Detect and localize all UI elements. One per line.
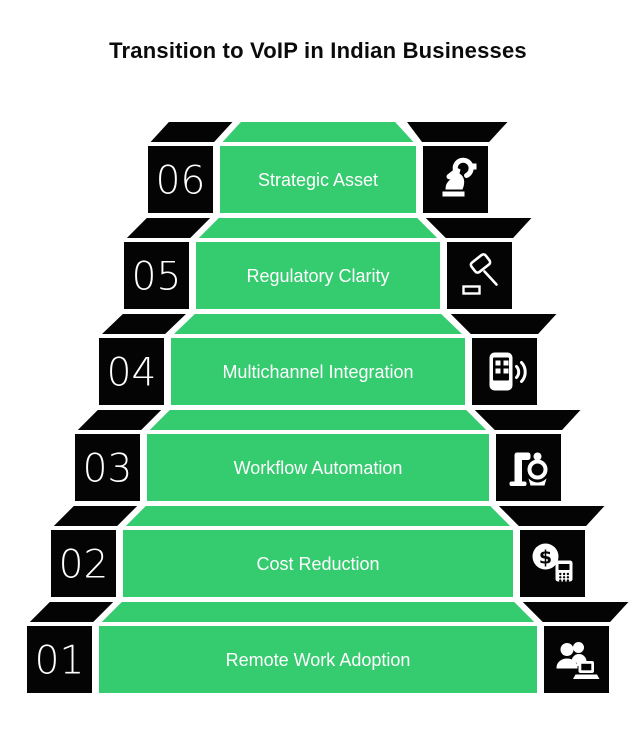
robotic-arm-icon	[509, 452, 548, 486]
step-tier-02: 02 Cost Reduction $	[47, 502, 611, 601]
gavel-icon	[462, 253, 498, 295]
step-top-face-green	[119, 502, 517, 530]
mobile-apps-icon	[489, 352, 527, 391]
page-title: Transition to VoIP in Indian Businesses	[109, 38, 527, 63]
step-label-bar	[95, 622, 541, 697]
step-label: Multichannel Integration	[222, 362, 413, 382]
step-tier-03: 03 Workflow Automation	[71, 406, 587, 505]
step-number-block	[23, 622, 96, 697]
step-number: 01	[35, 639, 85, 684]
step-label: Workflow Automation	[234, 458, 403, 478]
step-tier-01: 01 Remote Work Adoption	[23, 598, 635, 697]
step-number: 04	[107, 351, 157, 396]
step-number: 05	[132, 255, 182, 300]
step-label: Regulatory Clarity	[246, 266, 389, 286]
remote-work-icon	[556, 642, 600, 679]
step-number: 03	[83, 447, 133, 492]
step-top-face-green	[216, 118, 420, 146]
step-top-face-right-cube	[401, 118, 514, 146]
svg-text:$: $	[539, 547, 552, 569]
step-number: 02	[59, 543, 109, 588]
step-tier-04: 04 Multichannel Integration	[95, 310, 563, 409]
step-top-face-green	[95, 598, 541, 626]
step-label: Remote Work Adoption	[226, 650, 411, 670]
step-number: 06	[156, 159, 206, 204]
step-top-face-green	[143, 406, 493, 434]
step-label: Strategic Asset	[258, 170, 378, 190]
step-icon-block	[443, 238, 516, 313]
cost-reduction-icon: $	[532, 543, 573, 582]
chess-strategy-icon	[442, 157, 477, 197]
step-tier-06: 06 Strategic Asset	[144, 118, 514, 217]
step-top-face-green	[192, 214, 444, 242]
step-label: Cost Reduction	[256, 554, 379, 574]
step-tier-05: 05 Regulatory Clarity	[120, 214, 538, 313]
step-top-face-green	[167, 310, 469, 338]
